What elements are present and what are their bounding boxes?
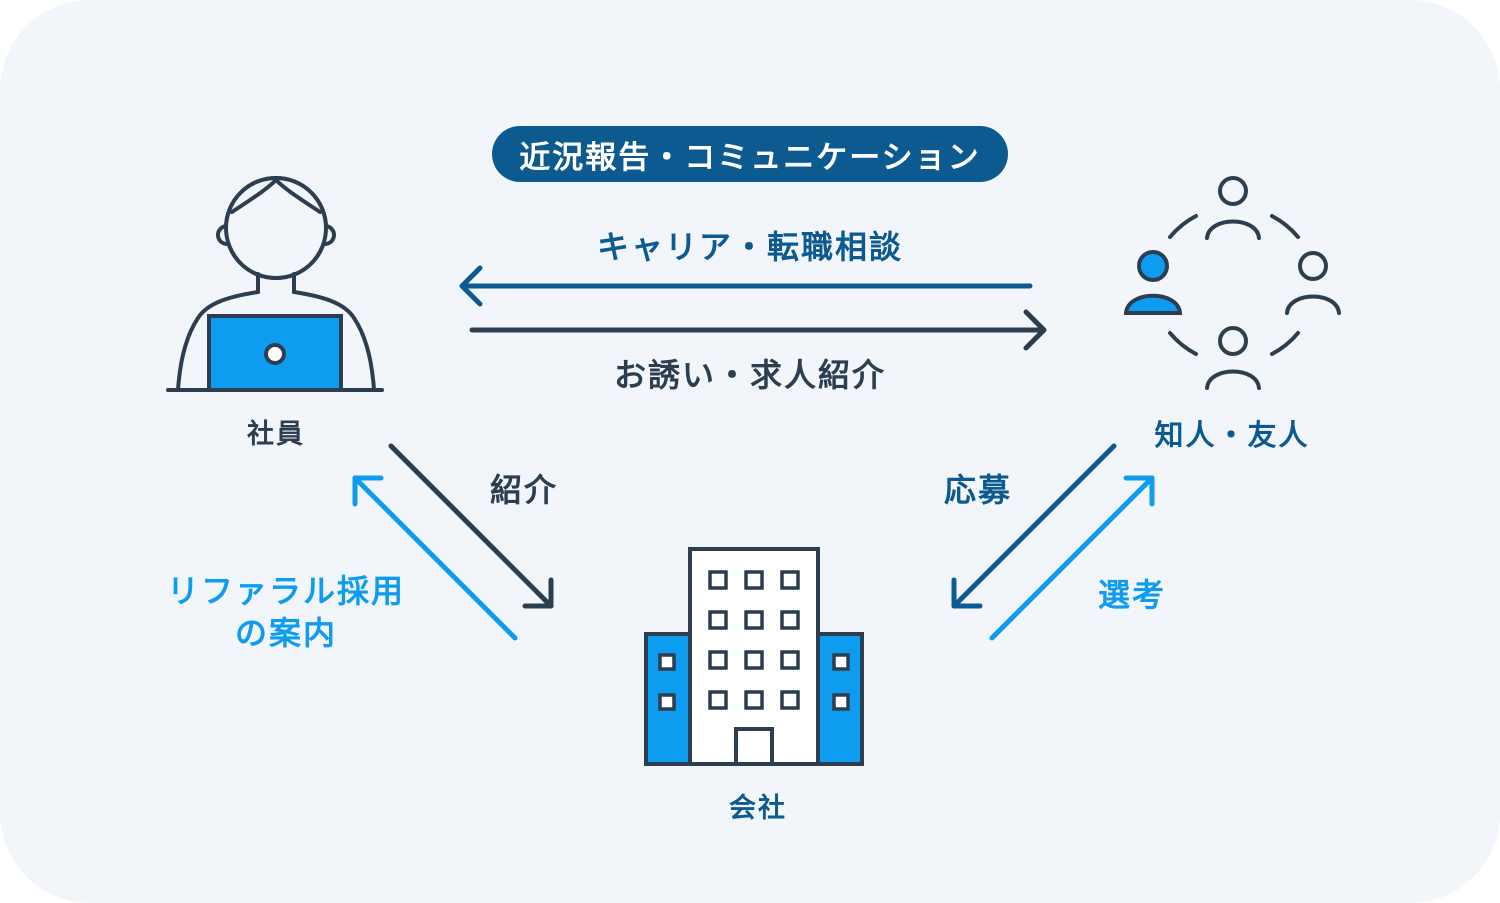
career-consult-label: キャリア・転職相談 — [596, 228, 904, 266]
acquaintance-label: 知人・友人 — [1154, 418, 1310, 452]
employee-label: 社員 — [247, 419, 305, 450]
person-top-icon — [1205, 176, 1261, 240]
referral-label: 紹介 — [490, 471, 559, 509]
employee-icon — [166, 176, 384, 392]
company-label: 会社 — [729, 793, 787, 824]
arrow-referral — [388, 443, 554, 609]
acquaintances-icon — [1123, 176, 1341, 390]
arrow-referral-guide — [352, 475, 518, 641]
selection-label: 選考 — [1098, 576, 1167, 614]
arrow-invitation — [469, 309, 1047, 351]
referral-guide-line1: リファラル採用 — [166, 572, 406, 610]
person-bottom-icon — [1205, 326, 1261, 390]
company-building-icon — [644, 547, 864, 766]
apply-label: 応募 — [944, 471, 1013, 509]
person-right-icon — [1285, 251, 1341, 315]
arrow-apply — [951, 443, 1117, 609]
arrow-selection — [989, 475, 1155, 641]
referral-guide-line2: の案内 — [234, 614, 338, 652]
invitation-label: お誘い・求人紹介 — [613, 356, 887, 394]
communication-badge: 近況報告・コミュニケーション — [492, 126, 1008, 182]
arrow-career-consult — [459, 265, 1033, 307]
person-left-highlight-icon — [1123, 250, 1183, 315]
referral-guide-label: リファラル採用 の案内 — [167, 570, 405, 654]
laptop-icon — [207, 314, 343, 392]
